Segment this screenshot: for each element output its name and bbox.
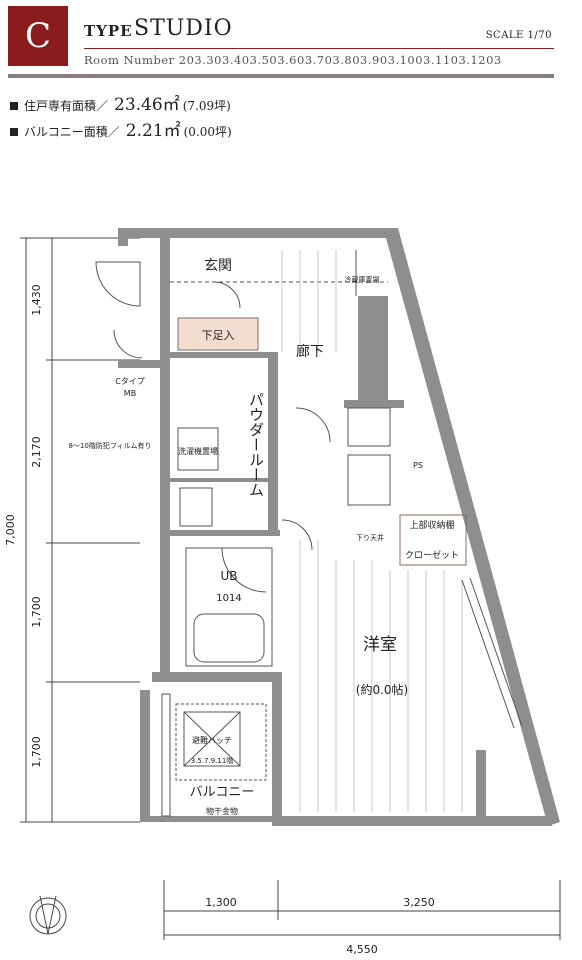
hatch-note: 3.5.7.9.11階 <box>191 756 234 765</box>
room-western-size: (約0.0帖) <box>356 682 408 697</box>
header-rule <box>84 48 554 49</box>
room-western: 洋室 <box>363 635 397 655</box>
room-number-list: Room Number 203.303.403.503.603.703.803.… <box>84 53 502 67</box>
room-closet: クローゼット <box>405 549 459 561</box>
area-tsubo: (7.09坪) <box>182 99 231 113</box>
hatch-label: 避難ハッチ <box>192 735 232 745</box>
type-badge: C <box>8 6 68 66</box>
room-ub: UB <box>220 569 237 583</box>
room-powder: パウダールーム <box>247 392 265 497</box>
area-tsubo: (0.00坪) <box>183 125 232 139</box>
door-swings <box>95 261 331 593</box>
ps-label: PS <box>413 461 423 470</box>
compass-icon <box>29 895 67 935</box>
area-label: バルコニー面積／ <box>24 125 120 139</box>
refrigerator-label: 冷蔵庫置場 <box>345 275 380 284</box>
walls <box>118 228 560 826</box>
horizontal-dimension-lines <box>163 880 561 940</box>
type-name: STUDIO <box>134 16 233 41</box>
area-row-living: 住戸専有面積／ 23.46㎡ (7.09坪) <box>10 90 231 115</box>
floor-pattern <box>281 250 463 812</box>
dim-left-3: 1,700 <box>30 596 43 628</box>
type-label: TYPE <box>84 22 133 40</box>
dim-total-horizontal: 4,550 <box>346 943 378 956</box>
room-washer: 洗濯機置場 <box>178 446 218 456</box>
room-upper-shelf: 上部収納棚 <box>409 519 454 531</box>
scale-label: SCALE 1/70 <box>485 30 552 41</box>
dim-bottom-1: 1,300 <box>205 896 237 909</box>
header-bar <box>8 74 554 78</box>
outdoor-hanger-label: 物干金物 <box>206 806 238 816</box>
floor-note: 8～10階防犯フィルム有り <box>68 441 151 450</box>
dim-left-2: 2,170 <box>30 436 43 468</box>
room-corridor: 廊下 <box>296 343 324 360</box>
dim-left-1: 1,430 <box>30 284 43 316</box>
room-ub-size: 1014 <box>216 593 241 604</box>
area-value: 2.21㎡ <box>125 121 181 141</box>
window-frames <box>161 577 523 817</box>
interior-lines <box>170 250 467 781</box>
area-value: 23.46㎡ <box>114 95 180 115</box>
room-balcony: バルコニー <box>190 785 255 800</box>
ceiling-label: 下り天井 <box>356 533 384 542</box>
area-row-balcony: バルコニー面積／ 2.21㎡ (0.00坪) <box>10 116 232 141</box>
room-genkan: 玄関 <box>204 257 232 274</box>
vertical-dimension-lines <box>20 237 140 823</box>
area-label: 住戸専有面積／ <box>24 99 109 113</box>
dim-bottom-2: 3,250 <box>403 896 435 909</box>
dim-left-4: 1,700 <box>30 736 43 768</box>
bullet-square-icon <box>10 128 18 136</box>
bullet-square-icon <box>10 102 18 110</box>
ctype-label: Cタイプ <box>115 377 145 386</box>
ms-label: MB <box>124 389 136 398</box>
dim-total-vertical: 7,000 <box>4 514 17 546</box>
room-shoe-storage: 下足入 <box>202 329 235 342</box>
